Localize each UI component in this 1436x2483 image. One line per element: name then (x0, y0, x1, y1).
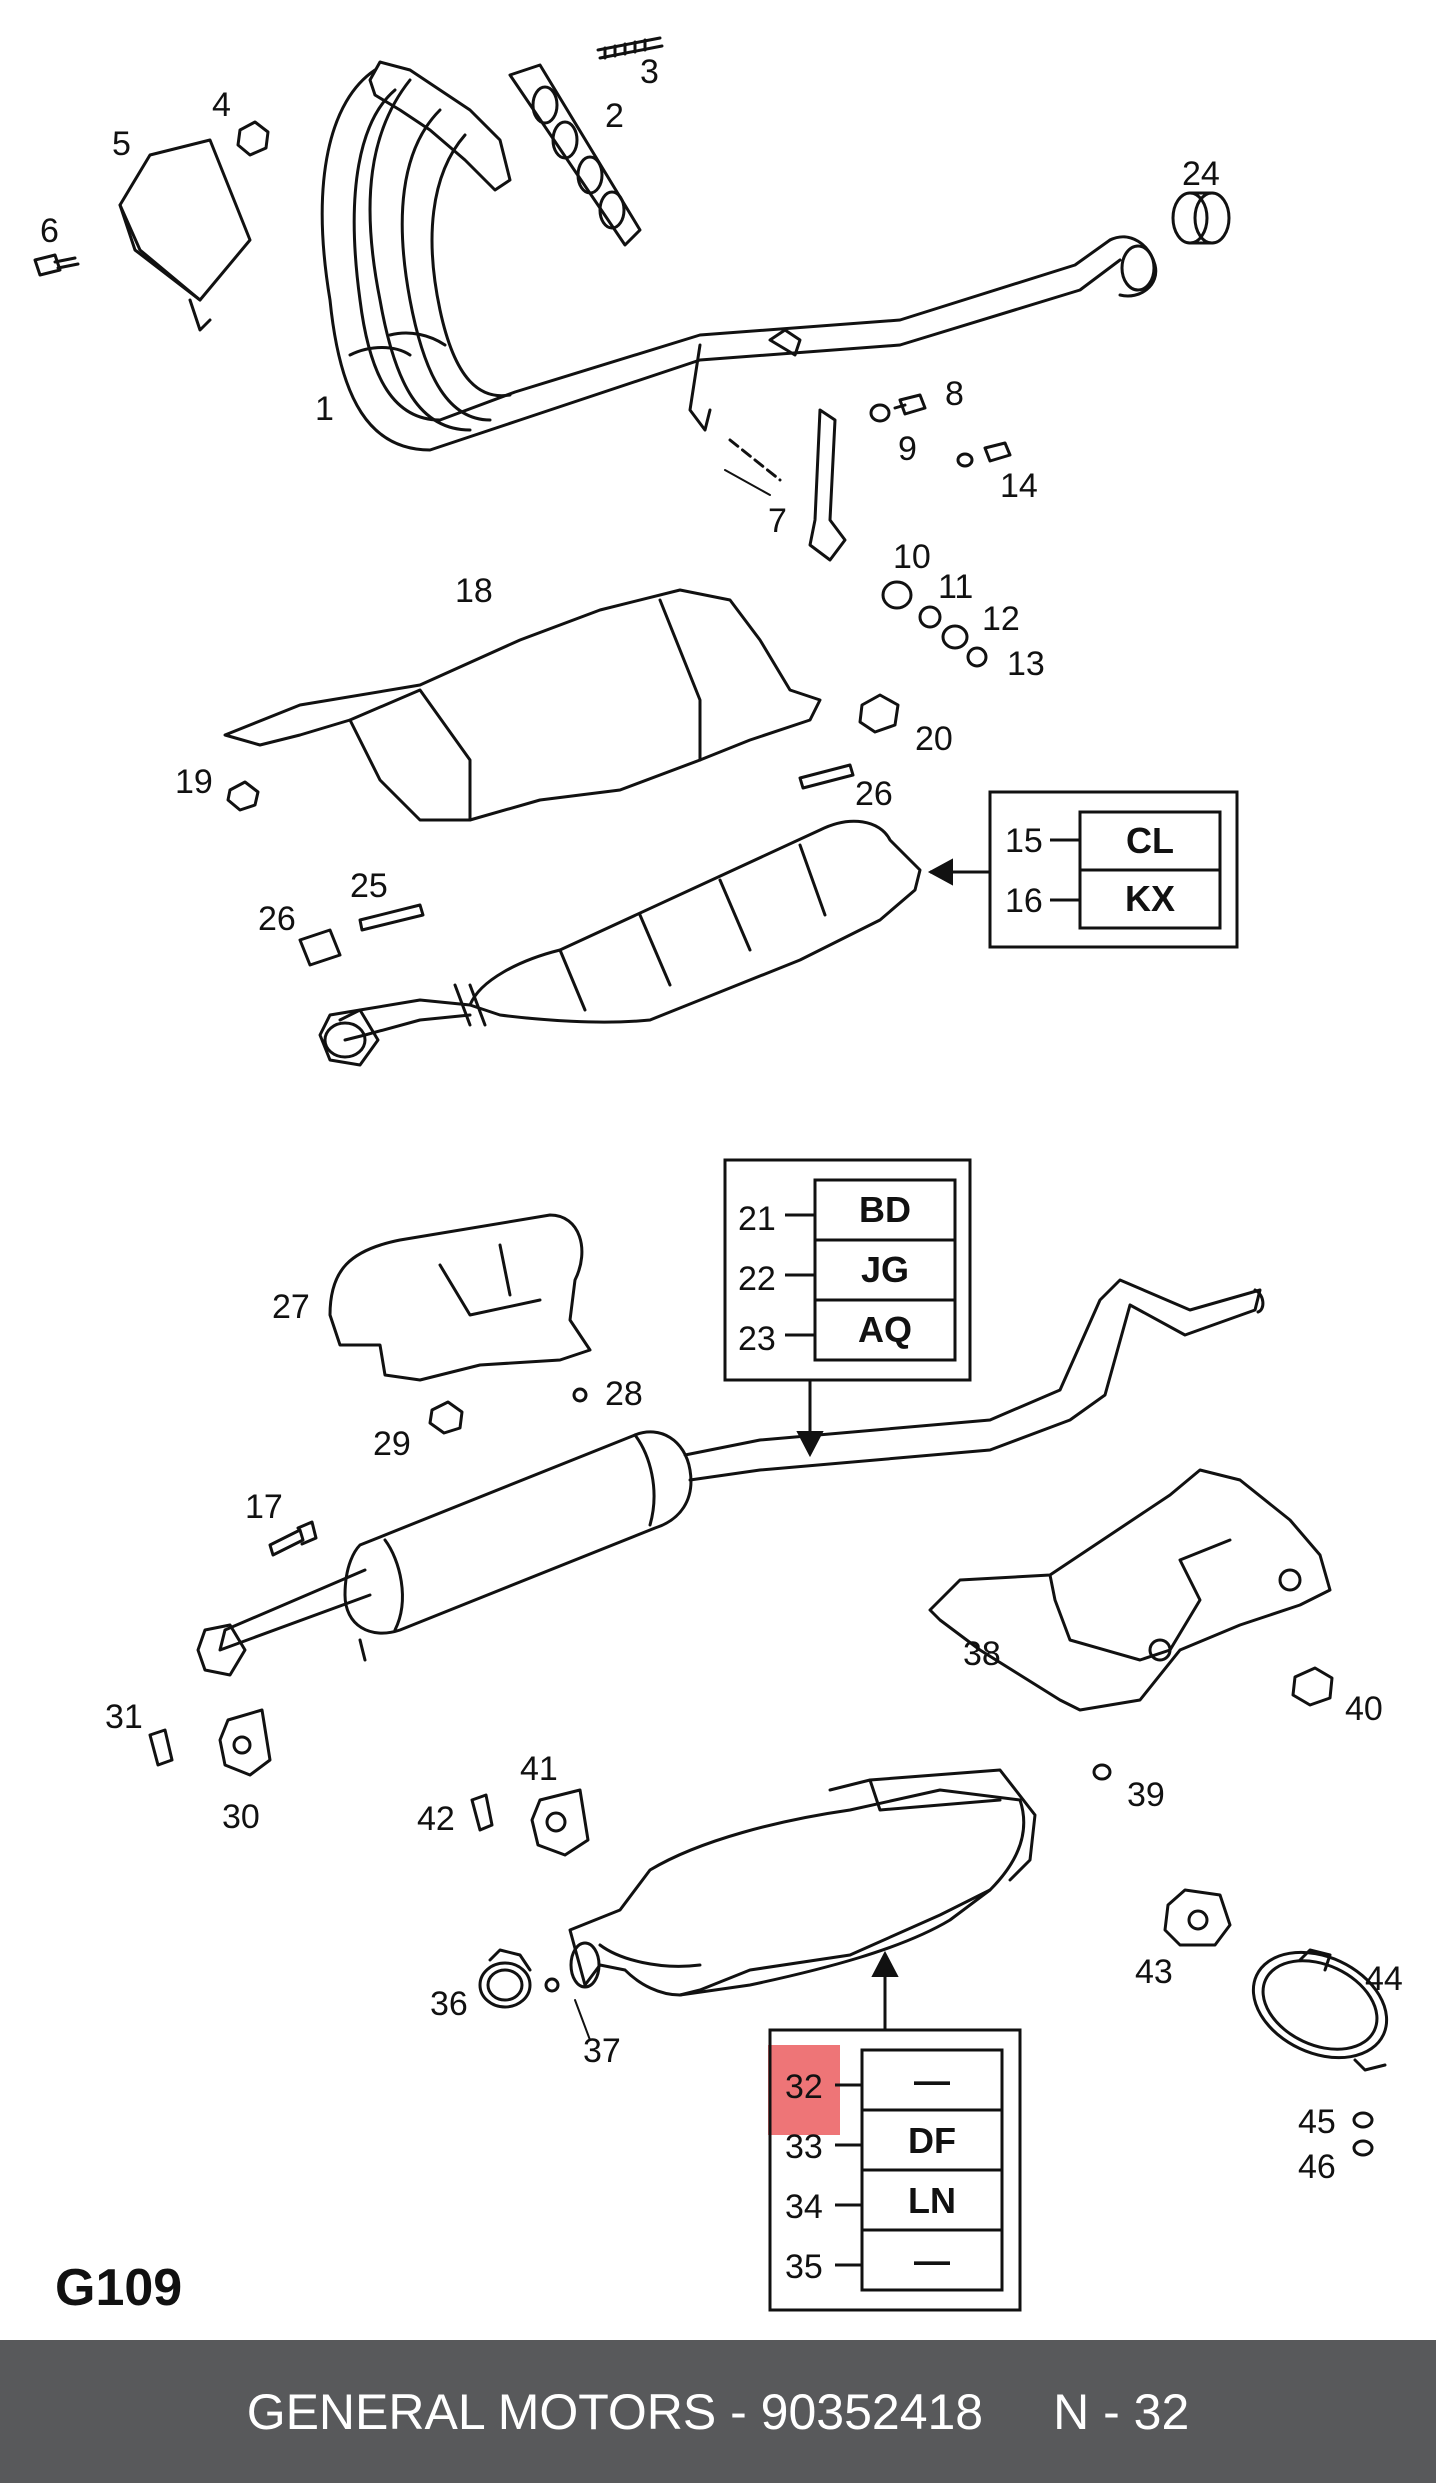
center-silencer (196, 1278, 1265, 1677)
variant-code: AQ (858, 1309, 912, 1350)
nut-part-4 (236, 120, 270, 157)
variant-code: LN (908, 2180, 956, 2221)
spring-bolt-parts (298, 763, 855, 967)
callout-number: 14 (1000, 467, 1038, 505)
variant-code: — (914, 2240, 950, 2281)
variant-table-3: 32 33 34 35 — DF LN — (768, 1950, 1022, 2312)
heat-shield-part-18 (223, 588, 822, 822)
callout-number: 41 (520, 1750, 558, 1788)
heat-shield-part-38 (928, 1468, 1332, 1712)
callout-number: 10 (893, 538, 931, 576)
callout-number: 24 (1182, 155, 1220, 193)
variant-table-1: 15 16 CL KX (927, 790, 1239, 949)
callout-number: 18 (455, 572, 493, 610)
callout-number: 11 (938, 568, 973, 606)
bolt-part-6 (33, 253, 80, 277)
callout-number: 7 (768, 502, 787, 540)
hanger-bracket-part-7 (728, 408, 847, 562)
highlight-mark (768, 2045, 840, 2135)
callout-number: 31 (105, 1698, 143, 1736)
stud-part (596, 36, 664, 60)
callout-number: 20 (915, 720, 953, 758)
callout-number: 25 (350, 867, 388, 905)
variant-code: KX (1125, 878, 1175, 919)
callout-number: 37 (583, 2032, 621, 2070)
variant-position: 21 (738, 1200, 776, 1238)
footer-brand-part: GENERAL MOTORS - 90352418 (246, 2383, 984, 2440)
callout-number: 39 (1127, 1776, 1165, 1814)
variant-code: DF (908, 2120, 956, 2161)
callout-number: 44 (1365, 1960, 1403, 1998)
callout-number: 19 (175, 763, 213, 801)
sealing-ring-part-24 (1171, 191, 1231, 245)
callout-number: 29 (373, 1425, 411, 1463)
footer-ref: N - 32 (1053, 2383, 1190, 2440)
callout-number: 8 (945, 375, 964, 413)
nut-part-19 (226, 780, 260, 812)
clamp-band-part-44 (1251, 1948, 1389, 2072)
callout-number: 2 (605, 97, 624, 135)
callout-number: 40 (1345, 1690, 1383, 1728)
callout-number: 26 (855, 775, 893, 813)
variant-position: 15 (1005, 822, 1043, 860)
callout-number: 26 (258, 900, 296, 938)
variant-code: CL (1126, 820, 1174, 861)
nuts-parts-28-29 (428, 1387, 588, 1435)
callout-numbers: 1 2 3 4 5 6 7 8 9 10 11 12 13 14 17 18 1… (40, 53, 1403, 2186)
variant-position: 32 (785, 2068, 823, 2106)
catalytic-converter (318, 819, 922, 1067)
nuts-parts-45-46 (1352, 2111, 1374, 2157)
callout-number: 6 (40, 212, 59, 250)
nut-part-40 (1291, 1666, 1334, 1707)
manifold-gasket-part (508, 63, 642, 247)
callout-number: 28 (605, 1375, 643, 1413)
exhaust-manifold-part (320, 60, 1158, 452)
exhaust-system-diagram: 1 2 3 4 5 6 7 8 9 10 11 12 13 14 17 18 1… (33, 36, 1403, 2317)
callout-number: 36 (430, 1985, 468, 2023)
callout-number: 45 (1298, 2103, 1336, 2141)
variant-position: 16 (1005, 882, 1043, 920)
variant-position: 22 (738, 1260, 776, 1298)
variant-table-2: 21 22 23 BD JG AQ (723, 1158, 972, 1458)
callout-number: 17 (245, 1488, 283, 1526)
callout-number: 42 (417, 1800, 455, 1838)
leader-lines (574, 469, 771, 2041)
variant-position: 23 (738, 1320, 776, 1358)
callout-number: 13 (1007, 645, 1045, 683)
heat-shield-part-27 (328, 1213, 592, 1382)
variant-code: — (914, 2060, 950, 2101)
variant-position: 34 (785, 2188, 823, 2226)
clamp-parts-36-37 (478, 1948, 560, 2009)
rubber-mounts-parts (148, 1708, 590, 1857)
bolt-washer-parts (869, 393, 1012, 468)
nut-part-20 (858, 693, 900, 734)
clip-part-39 (1092, 1763, 1112, 1781)
footer-bar: GENERAL MOTORS - 90352418 N - 32 (0, 2340, 1436, 2483)
variant-position: 33 (785, 2128, 823, 2166)
callout-number: 43 (1135, 1953, 1173, 1991)
callout-number: 46 (1298, 2148, 1336, 2186)
bolt-part-17 (268, 1520, 318, 1557)
sheet-code: G109 (55, 2259, 182, 2317)
callout-number: 12 (982, 600, 1020, 638)
callout-number: 5 (112, 125, 131, 163)
mounting-rubbers-parts (881, 580, 988, 668)
variant-code: BD (859, 1189, 911, 1230)
bracket-part-5 (118, 138, 252, 332)
callout-number: 3 (640, 53, 659, 91)
rear-silencer (568, 1768, 1037, 1997)
callout-number: 30 (222, 1798, 260, 1836)
callout-number: 4 (212, 86, 231, 124)
callout-number: 38 (963, 1635, 1001, 1673)
callout-number: 1 (315, 390, 334, 428)
variant-code: JG (861, 1249, 909, 1290)
callout-number: 27 (272, 1288, 310, 1326)
callout-number: 9 (898, 430, 917, 468)
variant-position: 35 (785, 2248, 823, 2286)
rubber-mount-part-43 (1163, 1888, 1232, 1947)
